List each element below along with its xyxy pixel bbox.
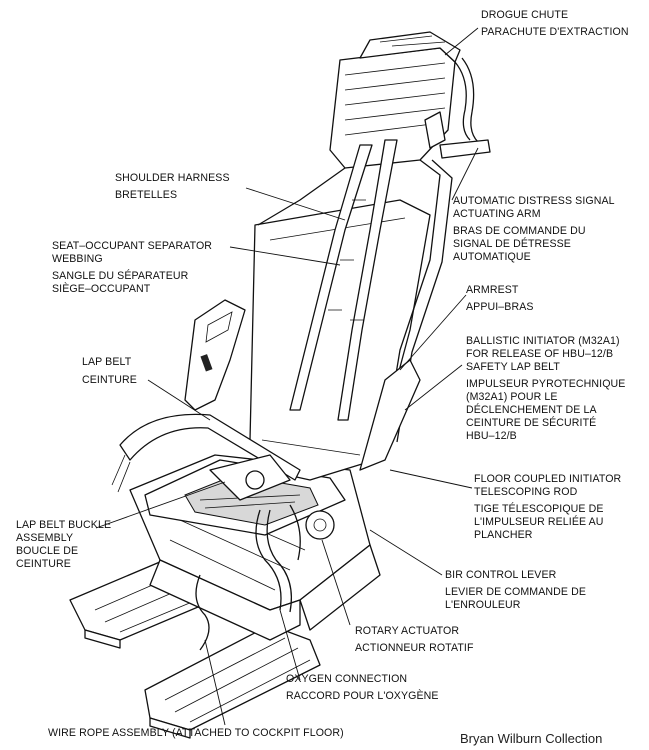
leader-ballistic-initiator	[404, 364, 463, 411]
label-lap-belt: LAP BELT CEINTURE	[82, 356, 137, 386]
label-wire-rope-assembly: WIRE ROPE ASSEMBLY (ATTACHED TO COCKPIT …	[48, 727, 344, 739]
oxygen-hoses	[255, 504, 301, 613]
label-armrest: ARMREST APPUI–BRAS	[466, 284, 534, 313]
rotary-actuator-part	[305, 510, 335, 540]
leader-lap-belt	[147, 379, 211, 421]
leader-shoulder-harness	[245, 187, 346, 221]
distress-signal-arm	[424, 111, 491, 159]
right-floor-rail	[144, 624, 321, 739]
label-seat-occupant-separator: SEAT–OCCUPANT SEPARATOR WEBBING SANGLE D…	[52, 240, 215, 295]
label-floor-coupled-initiator: FLOOR COUPLED INITIATOR TELESCOPING ROD …	[474, 473, 624, 541]
shoulder-harness-straps	[289, 139, 398, 421]
leader-rotary-actuator	[321, 539, 351, 626]
label-drogue-chute: DROGUE CHUTE PARACHUTE D'EXTRACTION	[481, 9, 629, 38]
leader-separator-webbing	[229, 246, 341, 266]
label-automatic-distress-signal: AUTOMATIC DISTRESS SIGNAL ACTUATING ARM …	[453, 195, 617, 263]
label-shoulder-harness: SHOULDER HARNESS BRETELLES	[115, 172, 233, 201]
label-rotary-actuator: ROTARY ACTUATOR ACTIONNEUR ROTATIF	[355, 625, 474, 654]
leader-lines	[95, 27, 479, 726]
wire-rope	[195, 574, 210, 651]
label-bir-control-lever: BIR CONTROL LEVER LEVIER DE COMMANDE DE …	[445, 569, 589, 611]
lap-belt	[111, 413, 301, 493]
leader-bir-control-lever	[369, 529, 443, 576]
left-armrest	[184, 299, 246, 411]
leader-oxygen-connection	[279, 609, 301, 681]
leader-wire-rope	[204, 639, 226, 726]
photo-credit: Bryan Wilburn Collection	[460, 731, 602, 746]
label-lap-belt-buckle: LAP BELT BUCKLE ASSEMBLY BOUCLE DE CEINT…	[16, 519, 114, 570]
leader-floor-coupled-initiator	[389, 469, 473, 489]
lap-belt-buckle	[209, 454, 291, 501]
leader-drogue-chute	[444, 27, 479, 56]
label-oxygen-connection: OXYGEN CONNECTION RACCORD POUR L'OXYGÈNE	[286, 673, 439, 702]
label-ballistic-initiator: BALLISTIC INITIATOR (M32A1) FOR RELEASE …	[466, 335, 629, 442]
ejection-seat-illustration	[69, 31, 491, 739]
leader-distress-signal	[451, 147, 479, 201]
leader-armrest	[399, 294, 467, 371]
leader-lap-belt-buckle	[95, 481, 226, 529]
drogue-chute-lines	[454, 57, 479, 143]
